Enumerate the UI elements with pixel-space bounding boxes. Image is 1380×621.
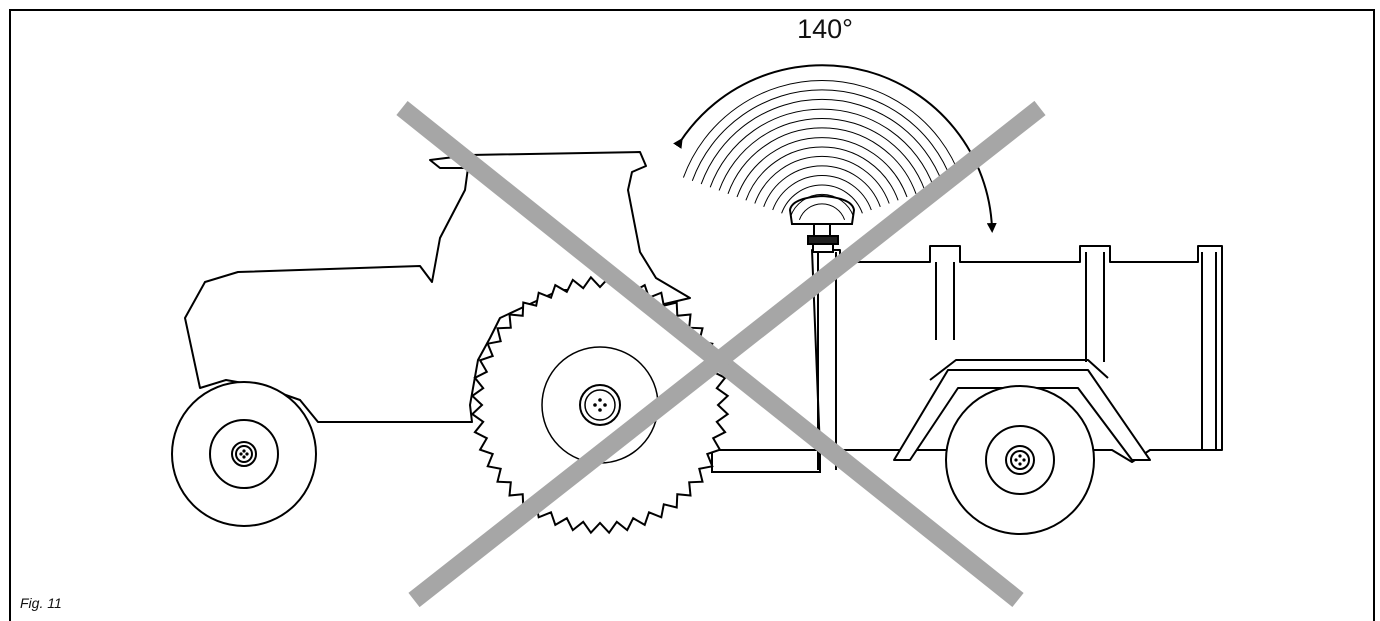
tractor	[184, 151, 691, 423]
signal-arc	[700, 98, 944, 185]
hub-bolts	[239, 398, 1026, 466]
trailer-stake-2	[1085, 252, 1105, 362]
angle-label: 140°	[797, 14, 853, 44]
tractor-body-outline	[184, 151, 691, 423]
trailer-stake-3	[1201, 252, 1217, 450]
signal-arc	[682, 80, 962, 178]
signal-arc	[718, 118, 926, 191]
figure-caption: Fig. 11	[20, 595, 62, 611]
drawbar	[711, 449, 821, 473]
trailer-fender-outer	[893, 369, 1151, 461]
antenna-clamp	[807, 235, 839, 245]
prohibition-cross	[396, 100, 1046, 608]
trailer-wheel	[945, 385, 1095, 535]
cross-stroke-1	[396, 100, 1024, 608]
gps-antenna	[788, 194, 856, 253]
trailer-stake-1	[935, 262, 955, 340]
tractor-rear-wheel	[470, 275, 730, 535]
antenna-mount	[813, 223, 831, 237]
tractor-front-wheel	[171, 381, 317, 527]
antenna-pole	[812, 243, 834, 253]
cross-stroke-2	[408, 100, 1046, 608]
trailer-fender-inner	[929, 359, 1109, 381]
